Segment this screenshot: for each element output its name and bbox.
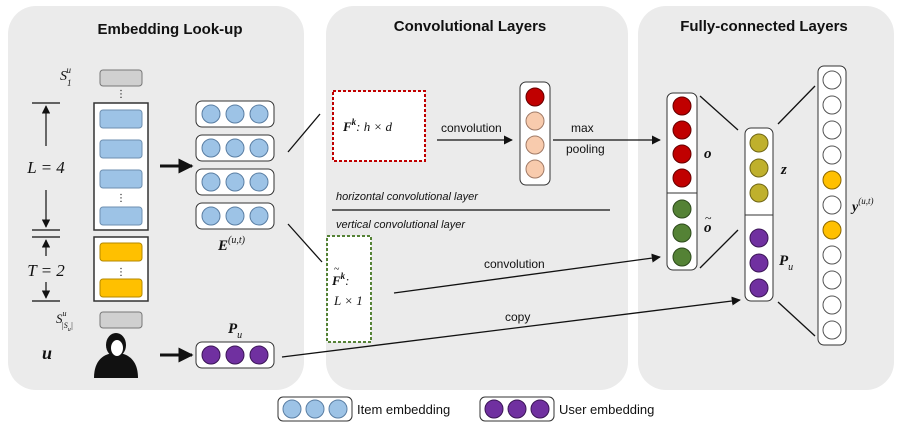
- pu-label: Pu: [228, 321, 242, 341]
- l-label: L = 4: [26, 158, 65, 177]
- seq-item: [99, 139, 143, 159]
- embedding-matrix: [195, 100, 275, 230]
- copy-label: copy: [505, 310, 530, 324]
- user-icon: [94, 333, 138, 378]
- conv-title: Convolutional Layers: [394, 18, 547, 35]
- fc-connector: [699, 229, 739, 269]
- user-embedding: [195, 341, 275, 369]
- vertical-filter: [326, 235, 372, 343]
- o-vector: [666, 92, 698, 271]
- conv-output: [519, 81, 551, 186]
- vertical-filter-label: Fk:: [331, 271, 350, 288]
- legend-item-label: Item embedding: [357, 402, 450, 417]
- legend-user: [479, 396, 555, 422]
- output-vector: [817, 65, 847, 346]
- embedding-title: Embedding Look-up: [98, 21, 243, 38]
- conv-arrow-bottom: [393, 253, 661, 294]
- seq-item: [99, 206, 143, 226]
- fc-connector: [699, 95, 739, 131]
- pu2-label: Pu: [779, 253, 793, 273]
- horizontal-filter: [332, 90, 426, 162]
- fc-connector: [777, 301, 816, 337]
- t-label: T = 2: [27, 261, 65, 280]
- e-label: E(u,t): [217, 235, 246, 254]
- y-label: y(u,t): [850, 196, 873, 215]
- horizontal-layer-label: horizontal convolutional layer: [336, 191, 479, 203]
- legend-item: [277, 396, 353, 422]
- otilde-label: o: [704, 220, 712, 236]
- dots-icon: ⋮: [116, 89, 126, 100]
- dots-icon: ⋮: [116, 267, 126, 278]
- filter-tilde: ~: [334, 264, 340, 275]
- horizontal-filter-label: Fk: h × d: [342, 117, 393, 134]
- vertical-layer-label: vertical convolutional layer: [336, 219, 466, 231]
- connector-line: [287, 113, 321, 153]
- dots-icon: ⋮: [116, 193, 126, 204]
- convolution-top-label: convolution: [441, 121, 502, 135]
- max-pooling-label: max: [571, 121, 594, 135]
- max-pooling-label-2: pooling: [566, 142, 605, 156]
- z-label: z: [780, 162, 787, 178]
- connector-line: [287, 223, 323, 263]
- seq-item: [99, 109, 143, 129]
- convolution-bottom-label: convolution: [484, 257, 545, 271]
- fc-title: Fully-connected Layers: [680, 18, 848, 35]
- seq-item-first: [99, 69, 143, 87]
- seq-item-target: [99, 242, 143, 262]
- legend-user-label: User embedding: [559, 402, 654, 417]
- slast-label: Su|Su|: [56, 309, 73, 333]
- seq-item-target: [99, 278, 143, 298]
- seq-item-last: [99, 311, 143, 329]
- vertical-filter-dims: L × 1: [333, 293, 363, 308]
- fc-connector: [777, 85, 816, 125]
- z-pu-vector: [744, 127, 774, 302]
- seq-item: [99, 169, 143, 189]
- copy-arrow: [281, 296, 741, 358]
- s1-label: S1u: [60, 65, 72, 88]
- u-label: u: [42, 343, 52, 363]
- o-label: o: [704, 146, 712, 162]
- otilde-tilde: ~: [705, 211, 712, 225]
- embedding-panel: [8, 6, 304, 390]
